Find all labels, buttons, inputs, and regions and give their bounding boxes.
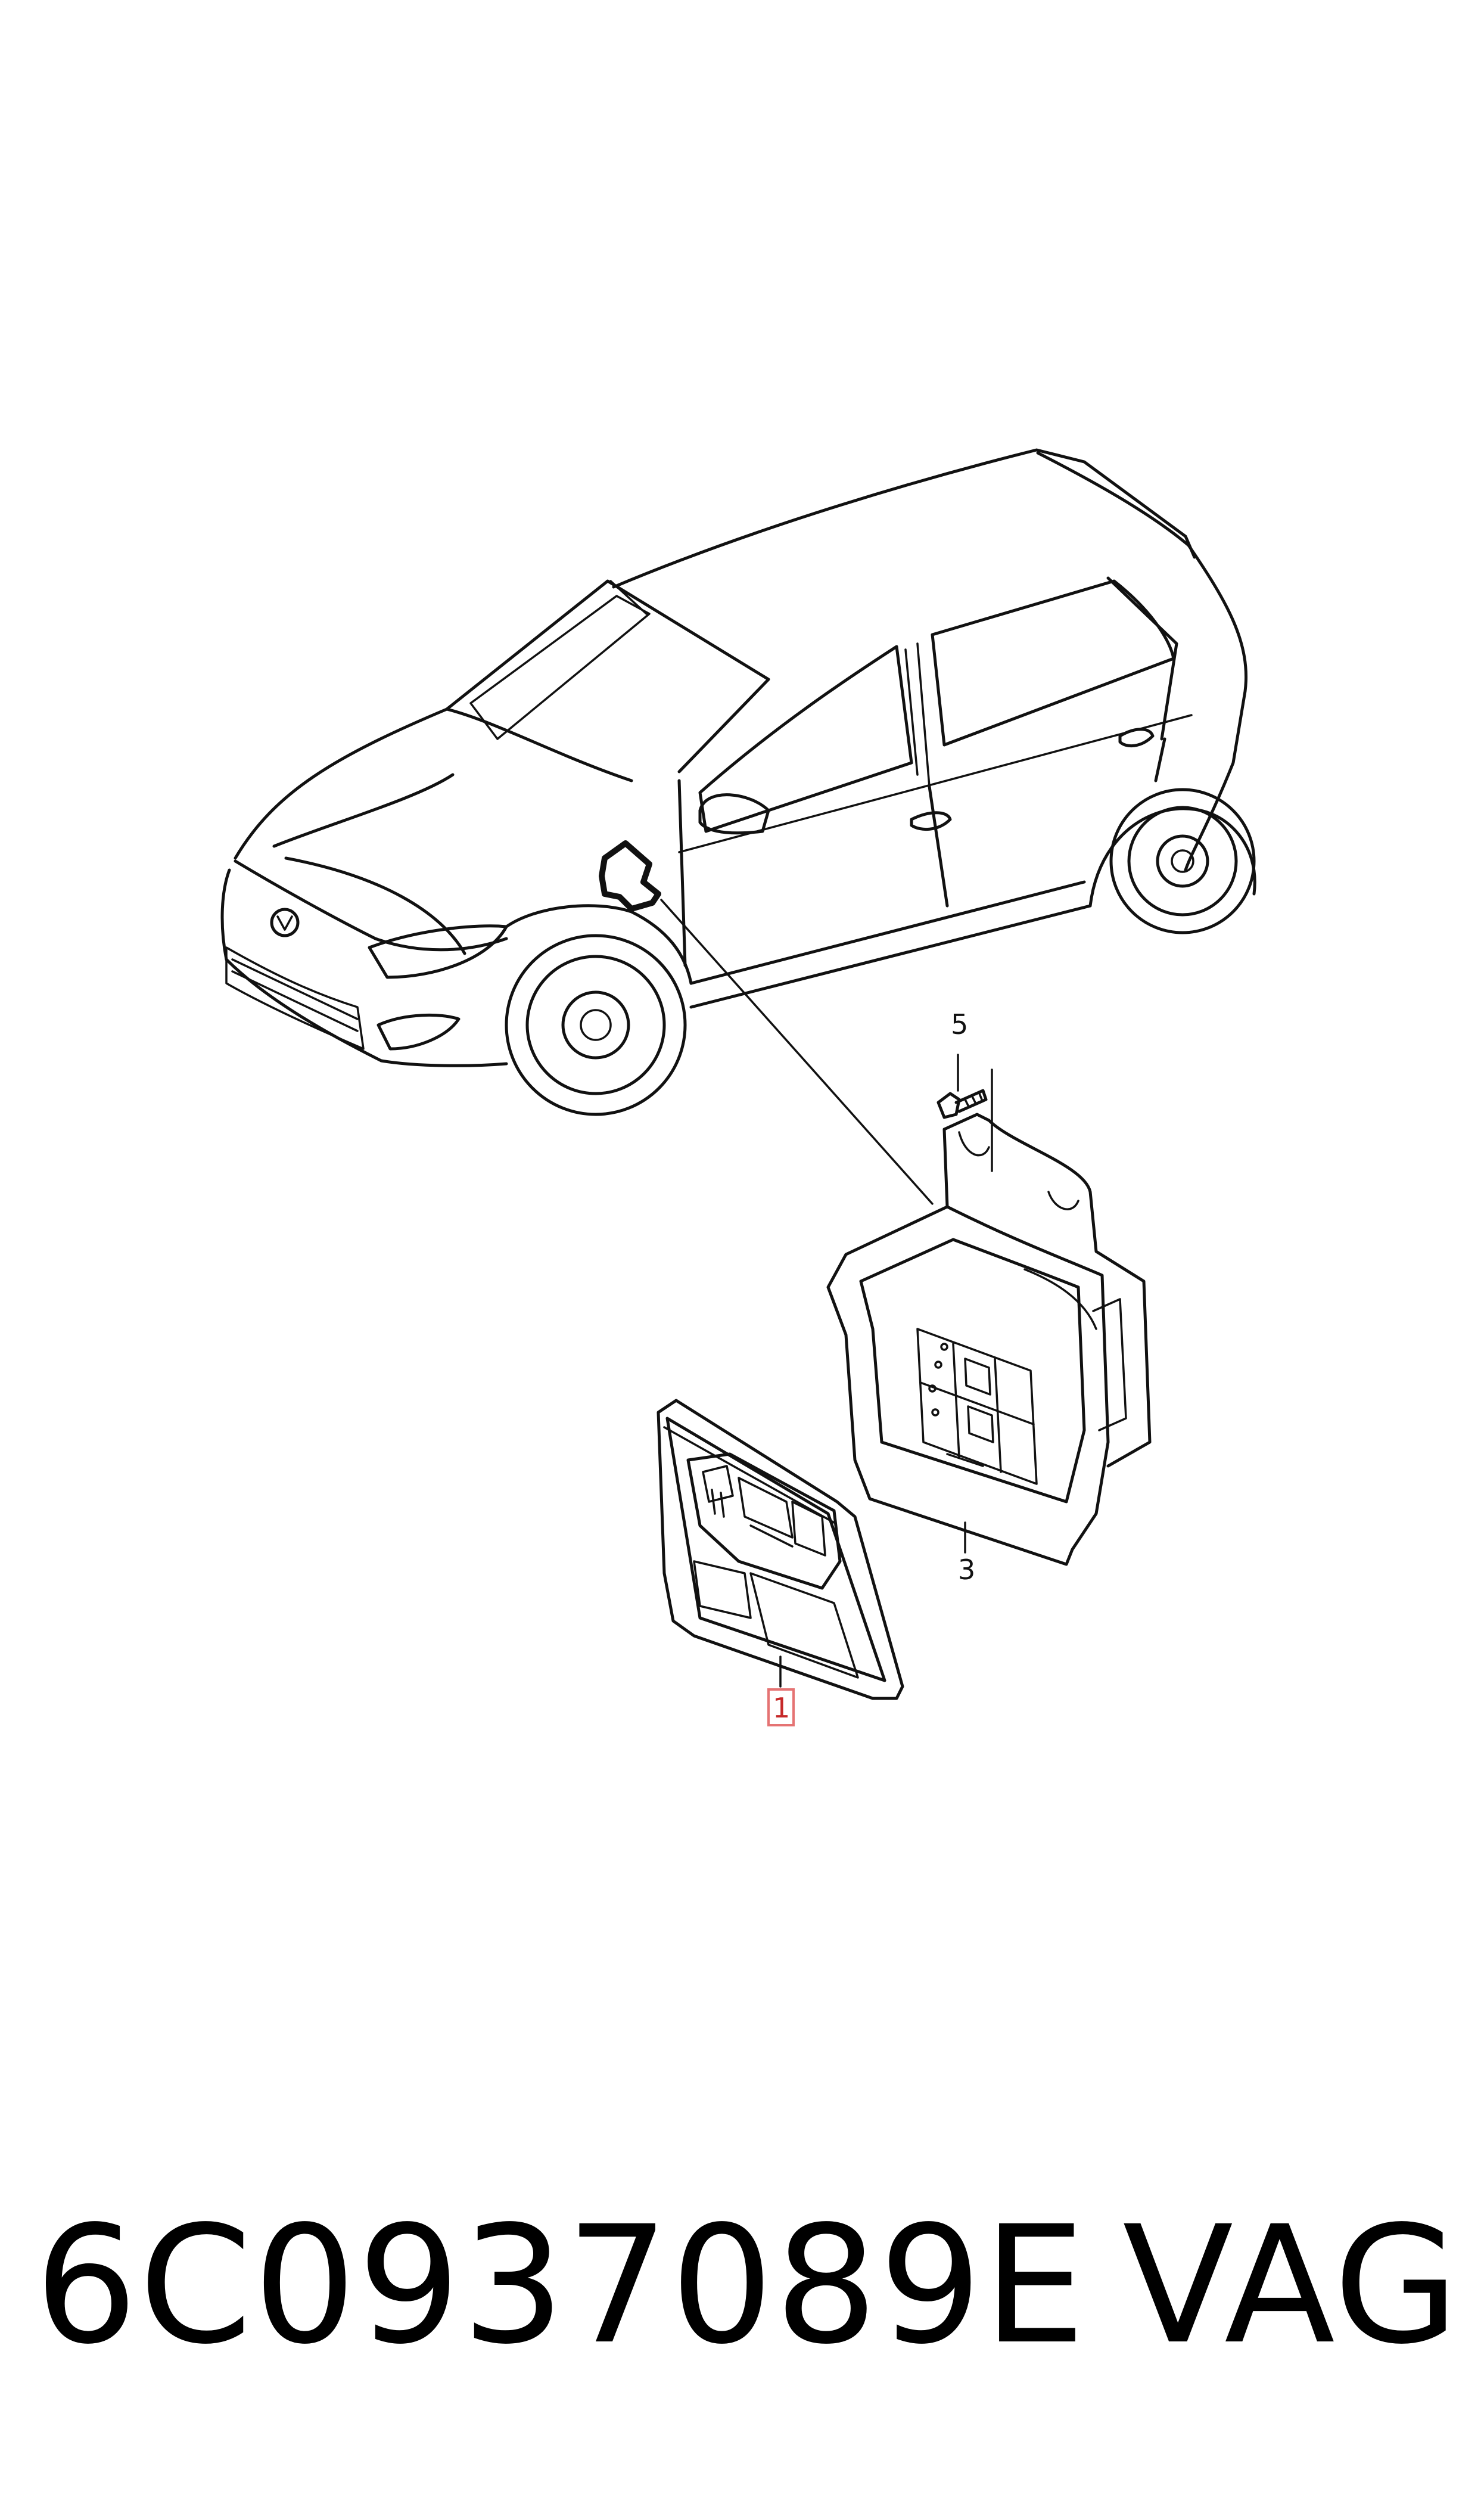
callout-3-label: 3 [958, 1554, 975, 1586]
callout-3[interactable]: 3 [958, 1554, 975, 1586]
car-illustration [220, 448, 1256, 1116]
callout-5-label: 5 [951, 1008, 968, 1040]
brand-label: VAG [1122, 2192, 1460, 2380]
callout-5[interactable]: 5 [951, 1008, 968, 1040]
callout-1-label: 1 [773, 1692, 790, 1724]
part-1-control-module [657, 1399, 904, 1700]
callout-1-highlight-box [767, 1688, 795, 1726]
part-number: 6C0937089E [35, 2192, 1087, 2380]
leader-line-car-to-module [660, 899, 934, 1205]
part-3-bracket [826, 1113, 1152, 1566]
part-5-screw [937, 1054, 993, 1172]
callout-1[interactable]: 1 [767, 1688, 795, 1726]
